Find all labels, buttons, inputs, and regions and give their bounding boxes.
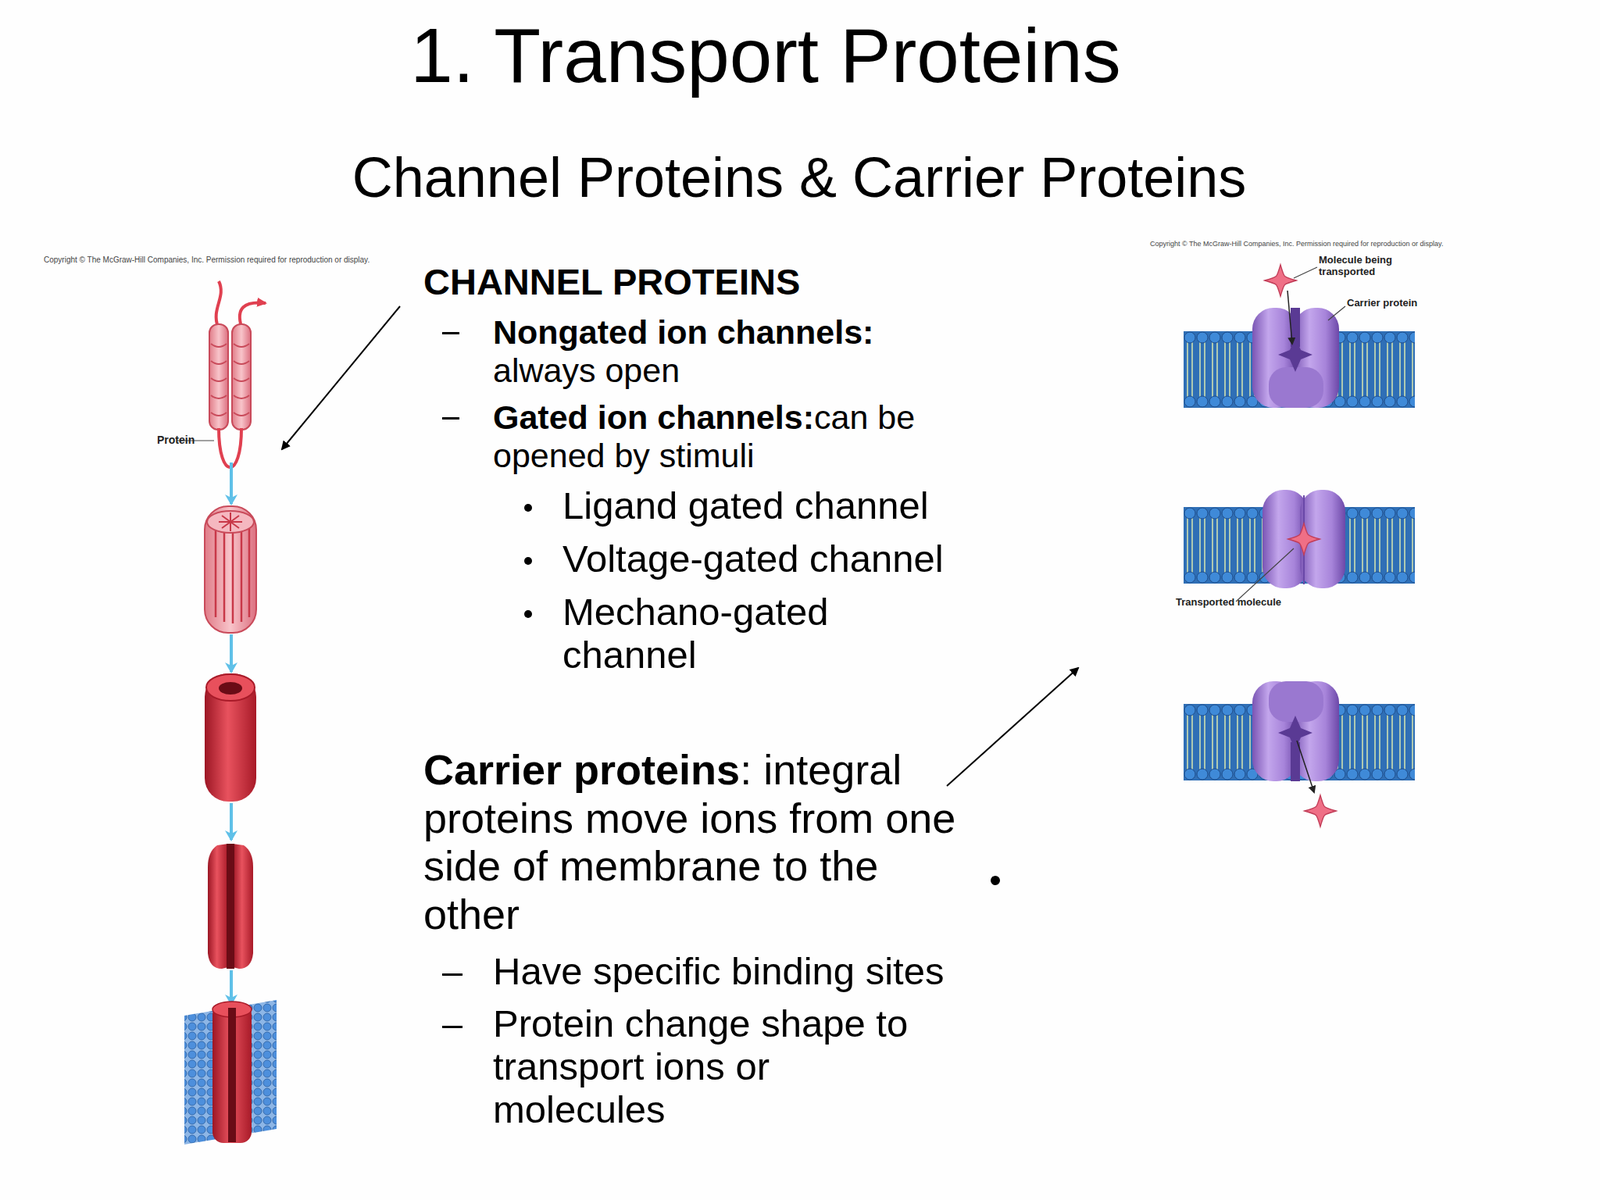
carrier-step-3	[1183, 681, 1415, 827]
sub-list-item: Voltage-gated channel	[562, 537, 944, 580]
channel-cylinder	[204, 673, 257, 802]
part-label: Molecule being transported	[1318, 253, 1393, 278]
list-item: Protein change shape to transport ions o…	[492, 1002, 908, 1131]
leader-line	[1328, 306, 1346, 321]
copyright-note: Copyright © The McGraw-Hill Companies, I…	[1150, 239, 1443, 248]
sub-list-item: Mechano-gated channel	[562, 590, 875, 677]
list-item: Protein change shape to transport ions o…	[492, 1002, 939, 1132]
leader-line	[1235, 548, 1294, 602]
ribbon	[218, 428, 242, 468]
sub-list-item: Ligand gated channel	[562, 484, 929, 528]
copyright-note: Copyright © The McGraw-Hill Companies, I…	[43, 255, 370, 265]
sub-list-item: Voltage-gated channel	[562, 537, 944, 581]
helix	[232, 324, 251, 430]
section-heading: CHANNEL PROTEINS	[423, 260, 800, 303]
ribbon	[216, 281, 222, 327]
split-channel	[207, 843, 254, 969]
definition-text: Carrier proteins: integral proteins move…	[423, 746, 963, 939]
pointer-arrow	[282, 306, 400, 450]
channel-protein-assembly	[176, 281, 277, 1145]
ribbon	[239, 302, 266, 327]
slide-title: 1. Transport Proteins	[410, 12, 1122, 99]
slide-subtitle: Channel Proteins & Carrier Proteins	[352, 146, 1247, 209]
copyright-note: Copyright © The McGraw-Hill Companies, I…	[1150, 239, 1443, 248]
helix-bundle	[204, 506, 257, 633]
list-item: always open	[492, 351, 978, 390]
copyright-note: Copyright © The McGraw-Hill Companies, I…	[43, 255, 370, 265]
part-label: Protein	[157, 433, 195, 447]
part-label: Carrier protein	[1346, 297, 1418, 310]
part-label: Transported molecule	[1175, 596, 1282, 608]
sub-list-item: Mechano-gated channel	[562, 590, 829, 676]
helix-turns	[210, 343, 250, 416]
bullet-dot	[990, 875, 1000, 886]
slide-title: 1. Transport Proteins	[410, 14, 1122, 99]
list-item: Have specific binding sites	[492, 950, 944, 993]
list-item: Nongated ion channels:always open	[492, 313, 978, 390]
list-item: Gated ion channels:	[492, 398, 815, 436]
slide-subtitle: Channel Proteins & Carrier Proteins	[352, 146, 1247, 209]
carrier-step-1	[1183, 264, 1415, 408]
membrane-channel	[184, 1000, 277, 1145]
helix	[209, 324, 229, 430]
sub-list-item: Ligand gated channel	[562, 484, 929, 527]
part-label: Carrier protein	[1346, 296, 1418, 309]
part-label: Molecule being transported	[1318, 254, 1413, 279]
list-item: Gated ion channels:can be opened by stim…	[492, 398, 962, 475]
part-label: Transported molecule	[1175, 596, 1282, 609]
list-item: Nongated ion channels:	[492, 313, 978, 352]
carrier-step-2	[1183, 489, 1415, 602]
section-heading: CHANNEL PROTEINS	[423, 261, 800, 303]
list-item: Have specific binding sites	[492, 950, 993, 993]
leader-line	[1293, 267, 1318, 279]
part-label: Protein	[157, 433, 195, 447]
definition-text: Carrier proteins	[423, 746, 740, 793]
pointer-arrow	[946, 667, 1079, 786]
